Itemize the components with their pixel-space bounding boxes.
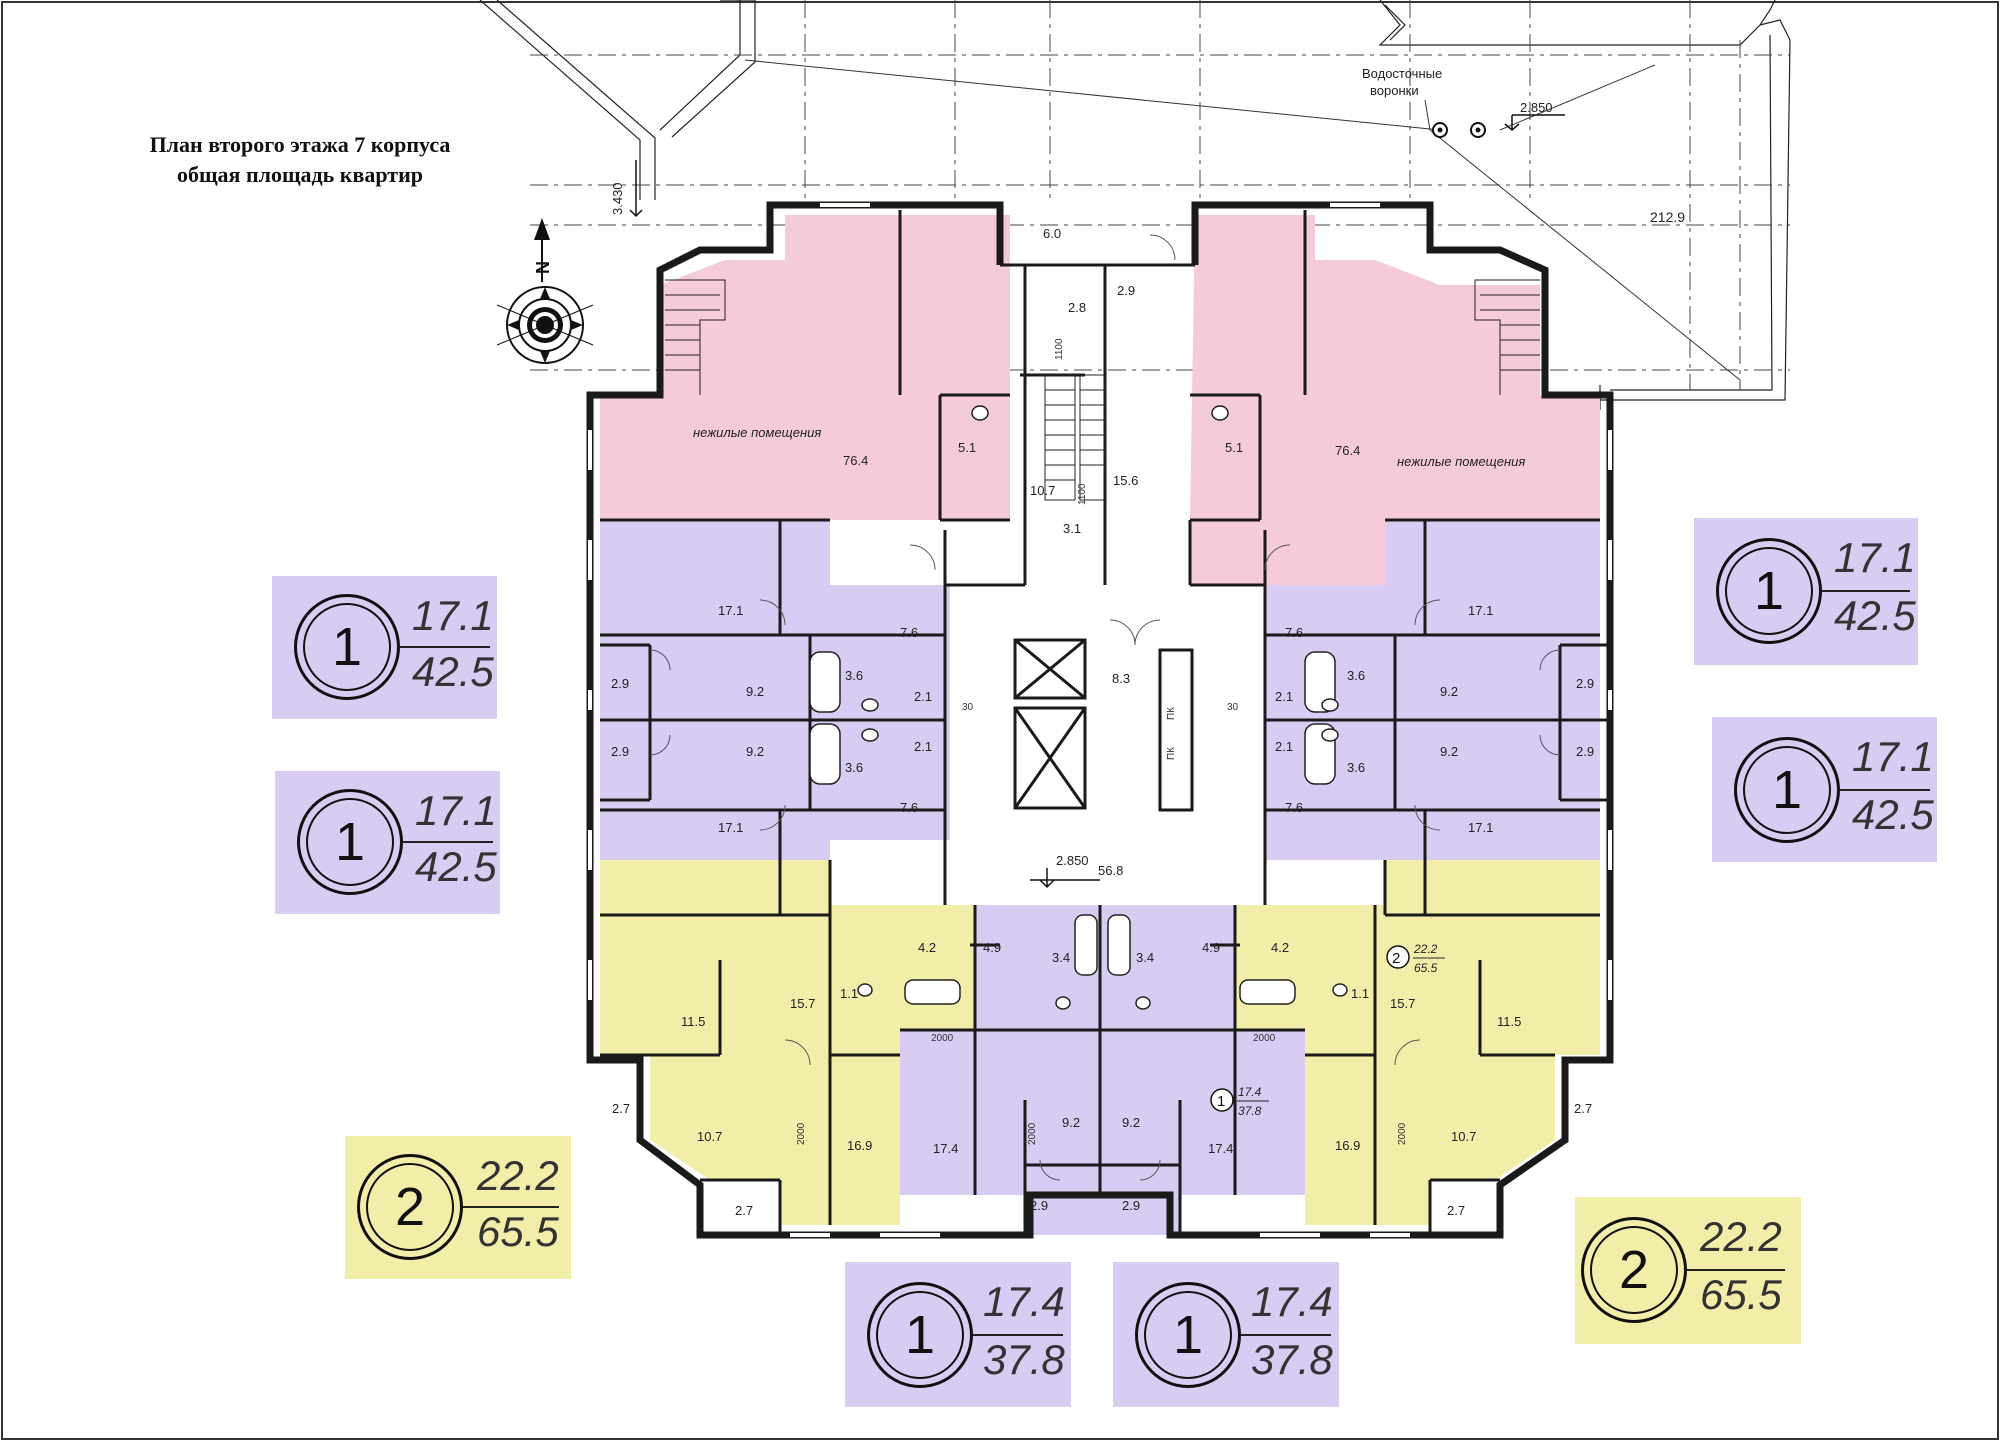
total-area: 65.5 <box>1700 1271 1782 1318</box>
door-swings <box>649 234 1561 1181</box>
living-area: 17.4 <box>1251 1278 1333 1325</box>
apartment-type: 1 <box>1144 1291 1232 1379</box>
apartment-type: 1 <box>303 603 391 691</box>
apartment-label-left-top: 1 17.1 42.5 <box>272 576 497 719</box>
apartment-type: 1 <box>1743 746 1831 834</box>
exterior-walls <box>586 201 1614 1239</box>
total-area: 65.5 <box>477 1208 559 1255</box>
interior-walls <box>600 210 1610 1235</box>
one-room-right-zone <box>1265 520 1600 915</box>
living-area: 17.1 <box>1852 733 1934 780</box>
roof-area: 212.9 <box>1650 209 1685 225</box>
north-arrow-icon <box>534 218 550 240</box>
roof-level-left: 3.430 <box>610 182 625 215</box>
nonresidential-left-zone <box>600 215 1010 585</box>
hall-level-marker <box>1030 868 1100 889</box>
two-room-left-zone <box>600 860 975 1225</box>
apartment-label-bottom-right: 1 17.4 37.8 <box>1113 1262 1339 1407</box>
total-area: 42.5 <box>1852 791 1934 838</box>
plan-title-line1: План второго этажа 7 корпуса <box>149 132 451 157</box>
one-room-bottom-right-zone <box>1100 905 1305 1235</box>
apartment-label-left-bottom: 2 22.2 65.5 <box>345 1136 571 1279</box>
one-room-bottom-left-zone <box>900 905 1100 1235</box>
roof-funnels-label-1: Водосточные <box>1362 66 1442 81</box>
roof-slope-lines <box>744 59 1741 381</box>
roof-level-top: 2.850 <box>1520 100 1553 115</box>
total-area: 42.5 <box>415 843 497 890</box>
roof-level-marker <box>1504 114 1565 131</box>
living-area: 22.2 <box>477 1152 559 1199</box>
north-label: N <box>533 261 553 274</box>
living-area: 17.1 <box>1834 534 1916 581</box>
stair-flights <box>665 279 1540 501</box>
apartment-label-left-mid: 1 17.1 42.5 <box>275 771 500 914</box>
windows <box>588 203 1612 1237</box>
apartment-label-bottom-left: 1 17.4 37.8 <box>845 1262 1071 1407</box>
nonresidential-right-zone <box>1190 215 1600 585</box>
roof-funnel-icon <box>1432 122 1486 138</box>
two-room-right-zone <box>1235 860 1600 1225</box>
apartment-type: 2 <box>366 1163 454 1251</box>
one-room-left-zone <box>600 520 950 860</box>
living-area: 17.4 <box>983 1278 1065 1325</box>
apartment-label-right-top: 1 17.1 42.5 <box>1694 518 1918 665</box>
apartment-label-right-bottom: 2 22.2 65.5 <box>1575 1197 1801 1344</box>
plan-title-line2: общая площадь квартир <box>176 162 424 187</box>
total-area: 37.8 <box>983 1336 1065 1383</box>
compass-rose: N <box>496 218 594 364</box>
total-area: 42.5 <box>1834 592 1916 639</box>
total-area: 42.5 <box>412 648 494 695</box>
living-area: 22.2 <box>1700 1213 1782 1260</box>
total-area: 37.8 <box>1251 1336 1333 1383</box>
living-area: 17.1 <box>412 592 494 639</box>
living-area: 17.1 <box>415 787 497 834</box>
apartment-label-right-mid: 1 17.1 42.5 <box>1712 717 1937 862</box>
roof-level-marker-left <box>629 160 643 218</box>
apartment-type: 1 <box>306 798 394 886</box>
apartment-type: 2 <box>1590 1226 1678 1314</box>
apartment-type: 1 <box>1725 547 1813 635</box>
bathroom-fixtures <box>809 405 1348 1010</box>
roof-funnels-label-2: воронки <box>1370 83 1419 98</box>
plan-title: План второго этажа 7 корпуса общая площа… <box>100 130 500 190</box>
apartment-type: 1 <box>876 1291 964 1379</box>
